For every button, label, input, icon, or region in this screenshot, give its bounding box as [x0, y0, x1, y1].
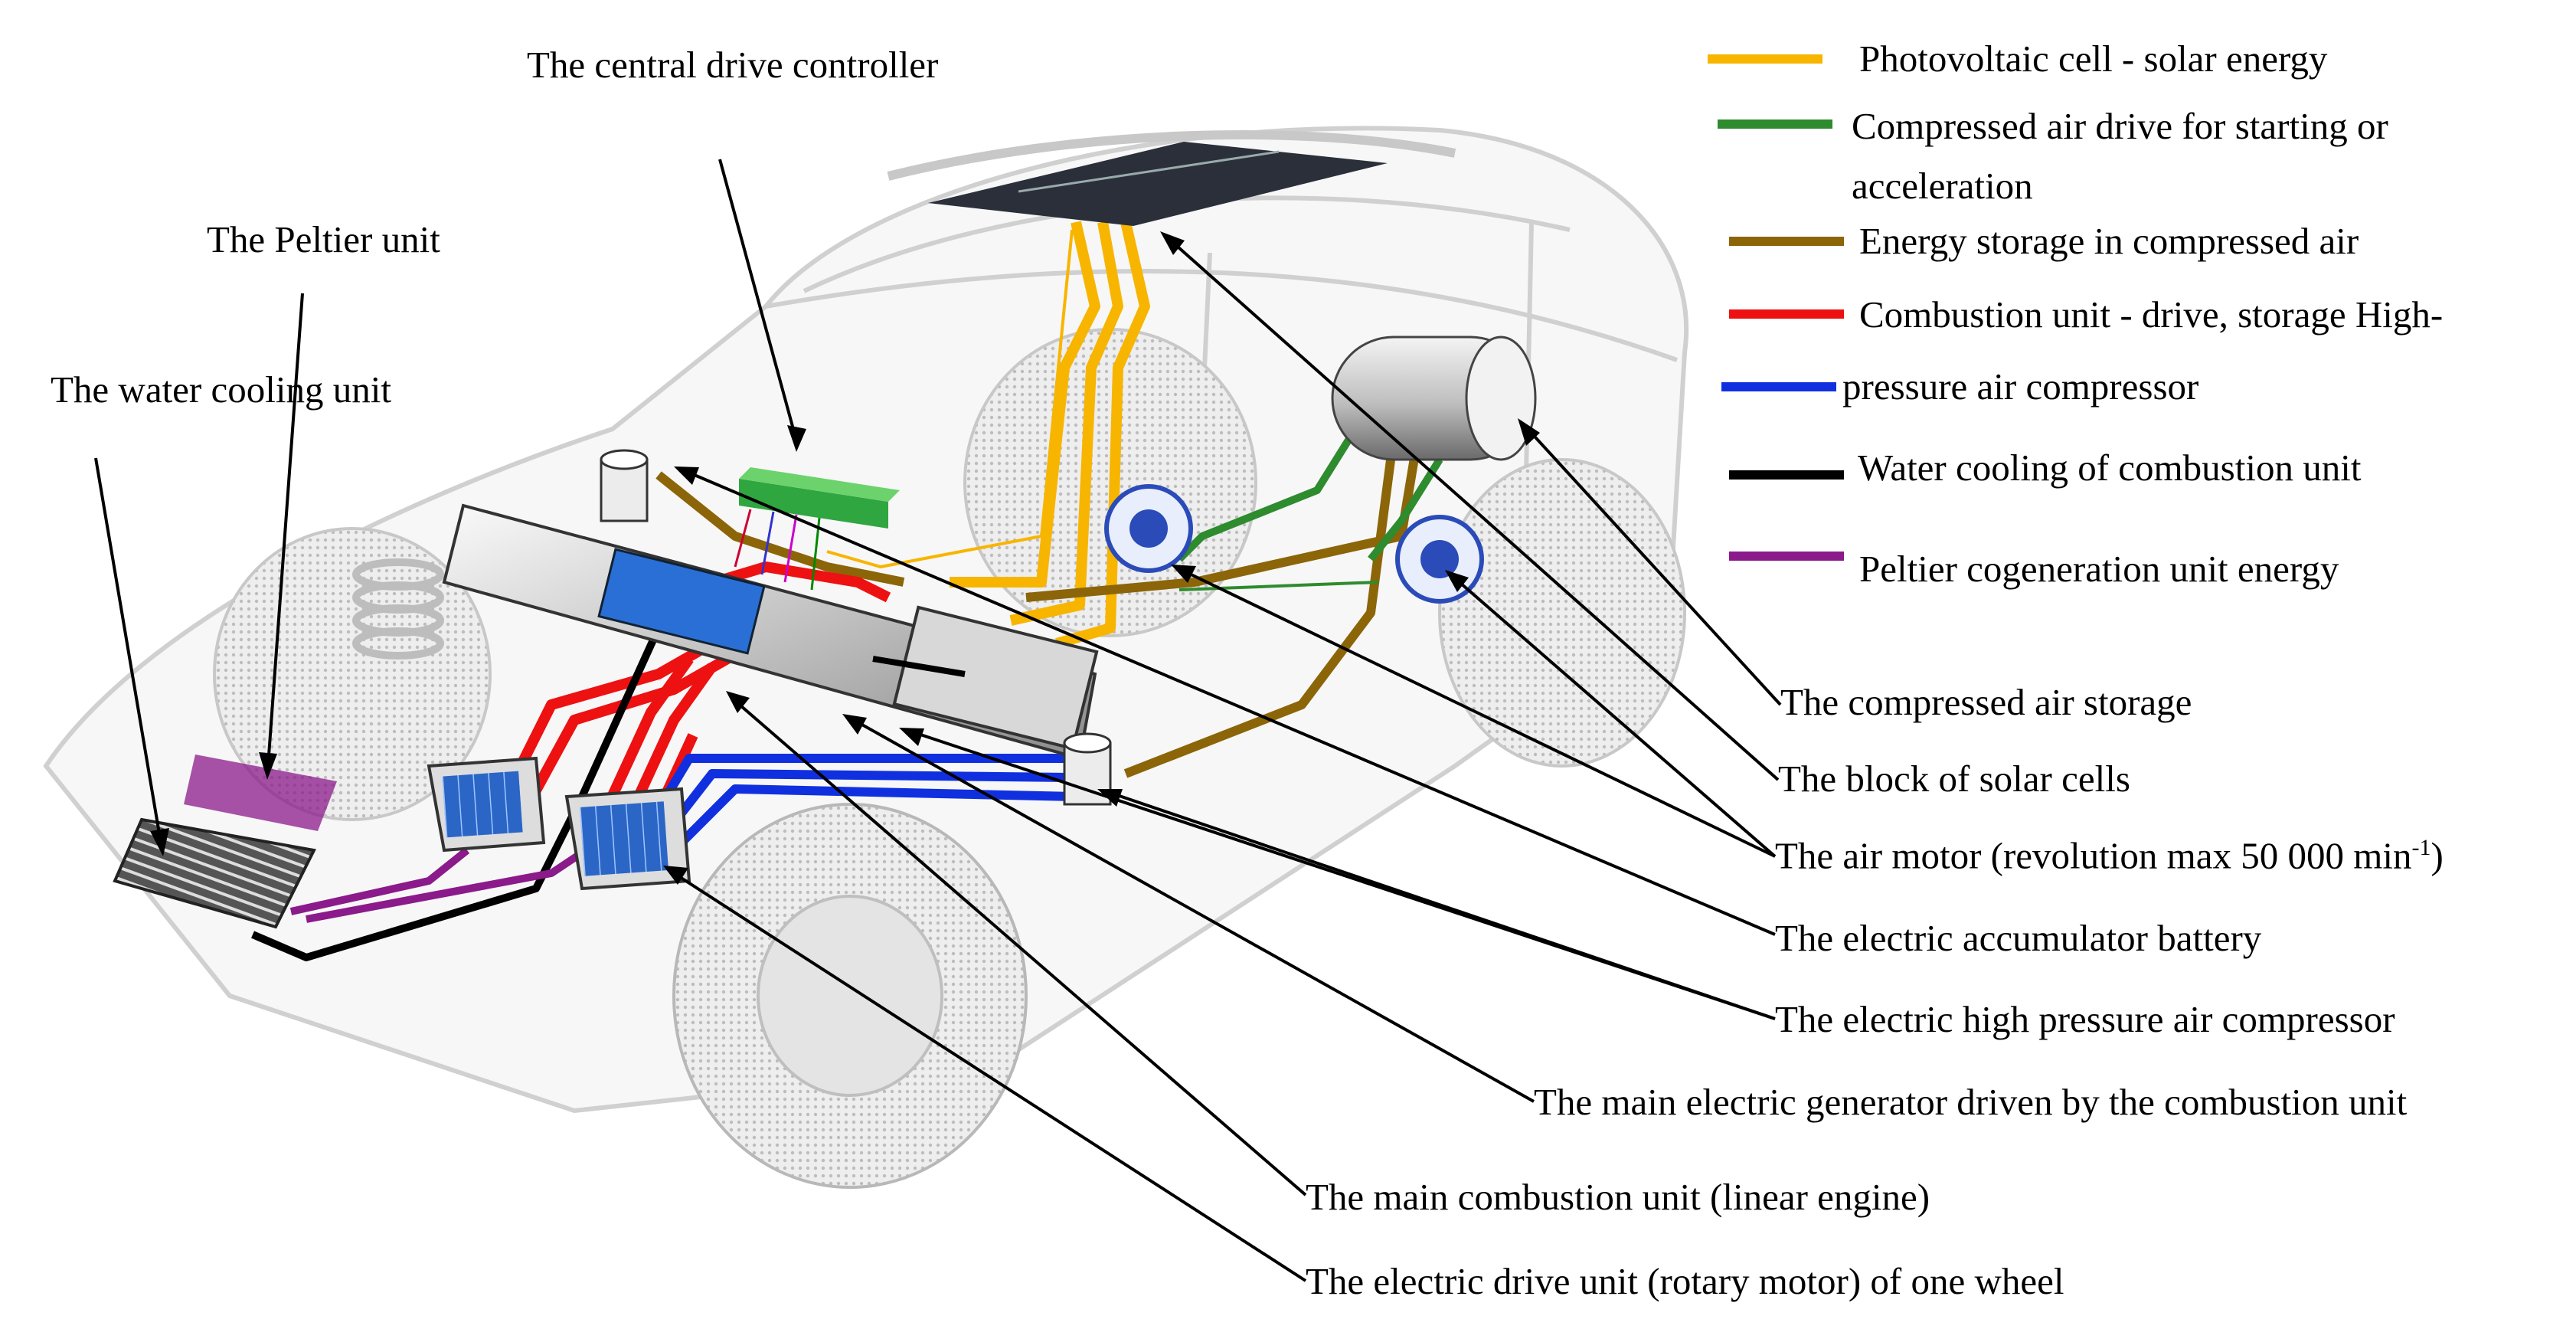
label-electric-drive-unit: The electric drive unit (rotary motor) o…	[1306, 1260, 2064, 1302]
legend-item-compressor: pressure air compressor	[1842, 365, 2199, 408]
legend-item-energy-storage: Energy storage in compressed air	[1859, 220, 2359, 262]
legend-item-water-cooling: Water cooling of combustion unit	[1858, 447, 2362, 489]
label-water-cooling-unit: The water cooling unit	[51, 368, 391, 411]
air-motor-text-end: )	[2431, 834, 2444, 877]
water-cooling-lines	[251, 626, 662, 961]
arrow-heads	[150, 231, 1540, 885]
air-motor-left	[1104, 484, 1193, 573]
legend-swatch-energy-storage	[1729, 237, 1844, 246]
legend-item-combustion: Combustion unit - drive, storage High-	[1859, 293, 2444, 336]
legend-swatch-compressed-air	[1718, 119, 1832, 129]
label-block-solar-cells: The block of solar cells	[1778, 758, 2130, 800]
legend-item-compressed-air: Compressed air drive for starting or	[1852, 105, 2388, 147]
legend-item-compressed-air-cont: acceleration	[1852, 165, 2033, 207]
legend-item-solar: Photovoltaic cell - solar energy	[1859, 38, 2328, 80]
solar-panel	[928, 142, 1388, 226]
legend-swatch-compressor	[1721, 382, 1836, 391]
legend-item-peltier: Peltier cogeneration unit energy	[1859, 548, 2339, 590]
label-central-drive-controller: The central drive controller	[527, 44, 939, 86]
leader-lines	[94, 159, 1782, 1282]
label-air-motor: The air motor (revolution max 50 000 min…	[1775, 834, 2444, 877]
air-motor-text: The air motor (revolution max 50 000 min	[1775, 834, 2412, 877]
wheels	[213, 328, 1686, 1189]
legend-swatch-water-cooling	[1729, 470, 1844, 480]
label-electric-accumulator: The electric accumulator battery	[1775, 917, 2262, 959]
label-main-generator: The main electric generator driven by th…	[1534, 1081, 2408, 1123]
legend-swatch-solar	[1708, 54, 1822, 64]
legend-swatches	[1708, 54, 1844, 561]
legend-swatch-combustion	[1729, 309, 1844, 319]
label-air-compressor: The electric high pressure air compresso…	[1775, 998, 2395, 1040]
suspension-spring	[352, 558, 444, 660]
accumulator-cylinder	[600, 449, 649, 522]
solar-energy-lines	[826, 221, 1150, 649]
air-motor-exponent: -1	[2411, 835, 2431, 860]
label-peltier-unit: The Peltier unit	[207, 218, 440, 260]
electric-drive-unit-right	[564, 787, 691, 891]
linear-engine	[442, 503, 1099, 761]
label-main-combustion: The main combustion unit (linear engine)	[1306, 1176, 1930, 1218]
electric-drive-unit-left	[427, 756, 546, 853]
legend-swatch-peltier	[1729, 552, 1844, 561]
air-storage-lines	[655, 436, 1421, 778]
central-controller	[734, 467, 900, 591]
label-compressed-air-storage: The compressed air storage	[1780, 681, 2192, 723]
air-tank	[1331, 336, 1537, 461]
peltier-module	[184, 755, 337, 831]
compressed-air-lines	[1176, 427, 1443, 591]
